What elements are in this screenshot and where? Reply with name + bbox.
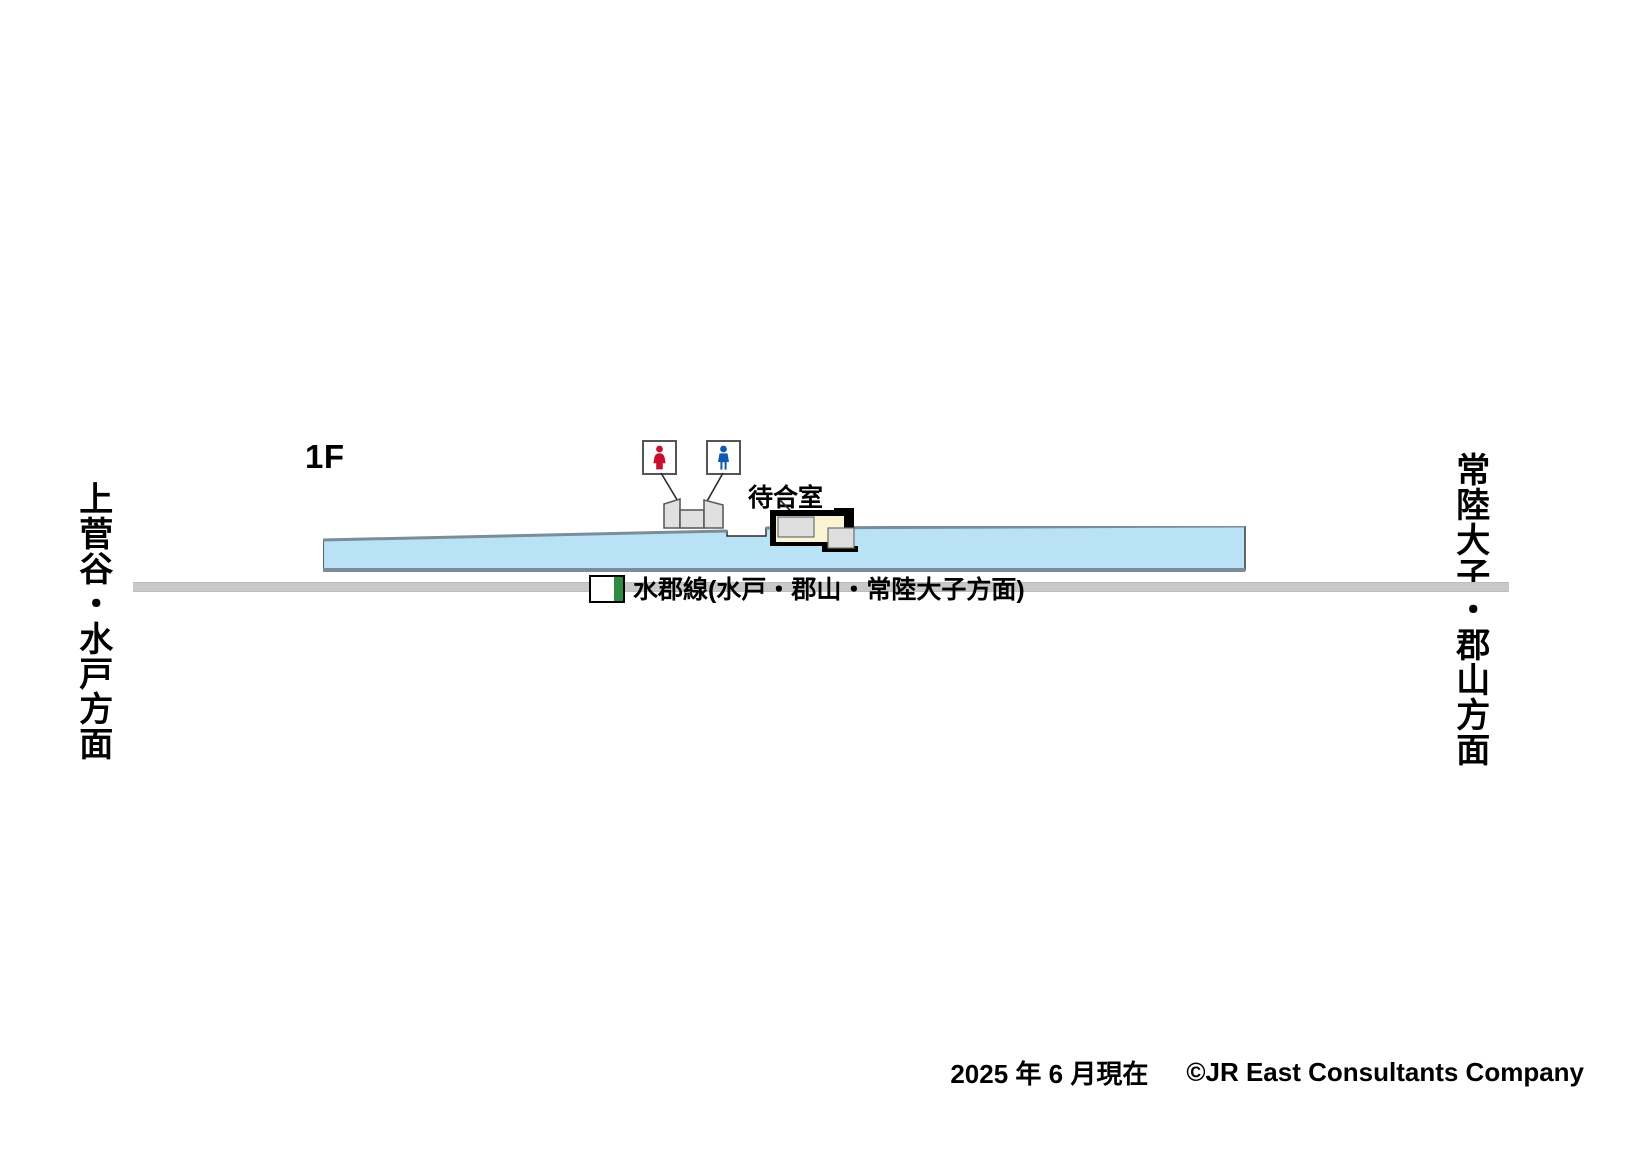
toilet-building	[640, 470, 750, 532]
waiting-room-structure	[766, 506, 866, 556]
track-line	[133, 582, 1509, 592]
male-toilet-icon-box	[706, 440, 741, 475]
footer-copyright: ©JR East Consultants Company	[1186, 1056, 1584, 1087]
footer: 2025 年 6 月現在 ©JR East Consultants Compan…	[0, 1052, 1642, 1092]
floor-label: 1F	[305, 438, 345, 475]
platform-slab	[323, 526, 1247, 572]
platform-marker-green-stripe	[614, 577, 623, 601]
male-toilet-icon	[718, 445, 729, 470]
direction-label-left: 上菅谷・水戸方面	[73, 481, 112, 761]
line-name-label: 水郡線(水戸・郡山・常陸大子方面)	[633, 576, 1025, 604]
waiting-room-label: 待合室	[748, 484, 824, 512]
direction-label-right: 常陸大子・郡山方面	[1450, 452, 1489, 767]
platform-number-marker	[589, 575, 625, 603]
female-toilet-icon-box	[642, 440, 677, 475]
female-toilet-icon	[653, 445, 666, 470]
footer-date: 2025 年 6 月現在	[950, 1058, 1149, 1089]
